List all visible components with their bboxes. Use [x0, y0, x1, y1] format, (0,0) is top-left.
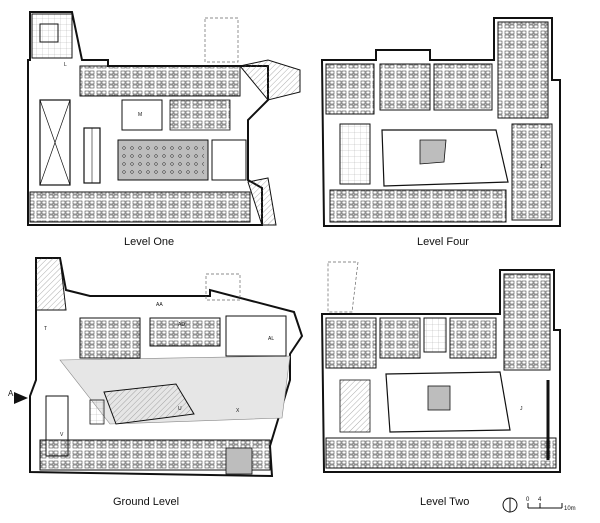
plan-ground-level: A AA AD AL T U V X: [8, 257, 304, 478]
room-tag-u: U: [178, 406, 182, 412]
scale-bar: 0 4 10m: [526, 497, 576, 512]
room-tag-m-level-one: M: [138, 112, 142, 118]
ground-level-label: Ground Level: [113, 496, 180, 508]
scale-tick-0: 0: [526, 497, 530, 503]
room-tag-j-level-two: J: [520, 406, 523, 412]
room-tag-aa: AA: [156, 302, 163, 308]
scale-tick-10m: 10m: [564, 506, 576, 512]
room-tag-x: X: [236, 408, 240, 414]
room-tag-j-level-four: J: [540, 164, 543, 170]
room-tag-t: T: [44, 326, 47, 332]
level-two-label: Level Two: [420, 496, 470, 508]
room-tag-al: AL: [268, 336, 274, 342]
plan-level-two: J: [320, 261, 561, 473]
north-symbol: [502, 497, 518, 513]
scale-tick-4: 4: [538, 497, 542, 503]
section-tag-a: A: [8, 389, 14, 398]
room-tag-l-level-one: L: [64, 62, 67, 68]
level-one-label: Level One: [124, 236, 175, 248]
plan-level-four: J: [320, 17, 561, 227]
room-tag-ad: AD: [178, 322, 185, 328]
north-arrow-icon: [14, 392, 28, 404]
plan-level-one: L M: [27, 11, 301, 226]
level-four-label: Level Four: [417, 236, 469, 248]
room-tag-v: V: [60, 432, 64, 438]
